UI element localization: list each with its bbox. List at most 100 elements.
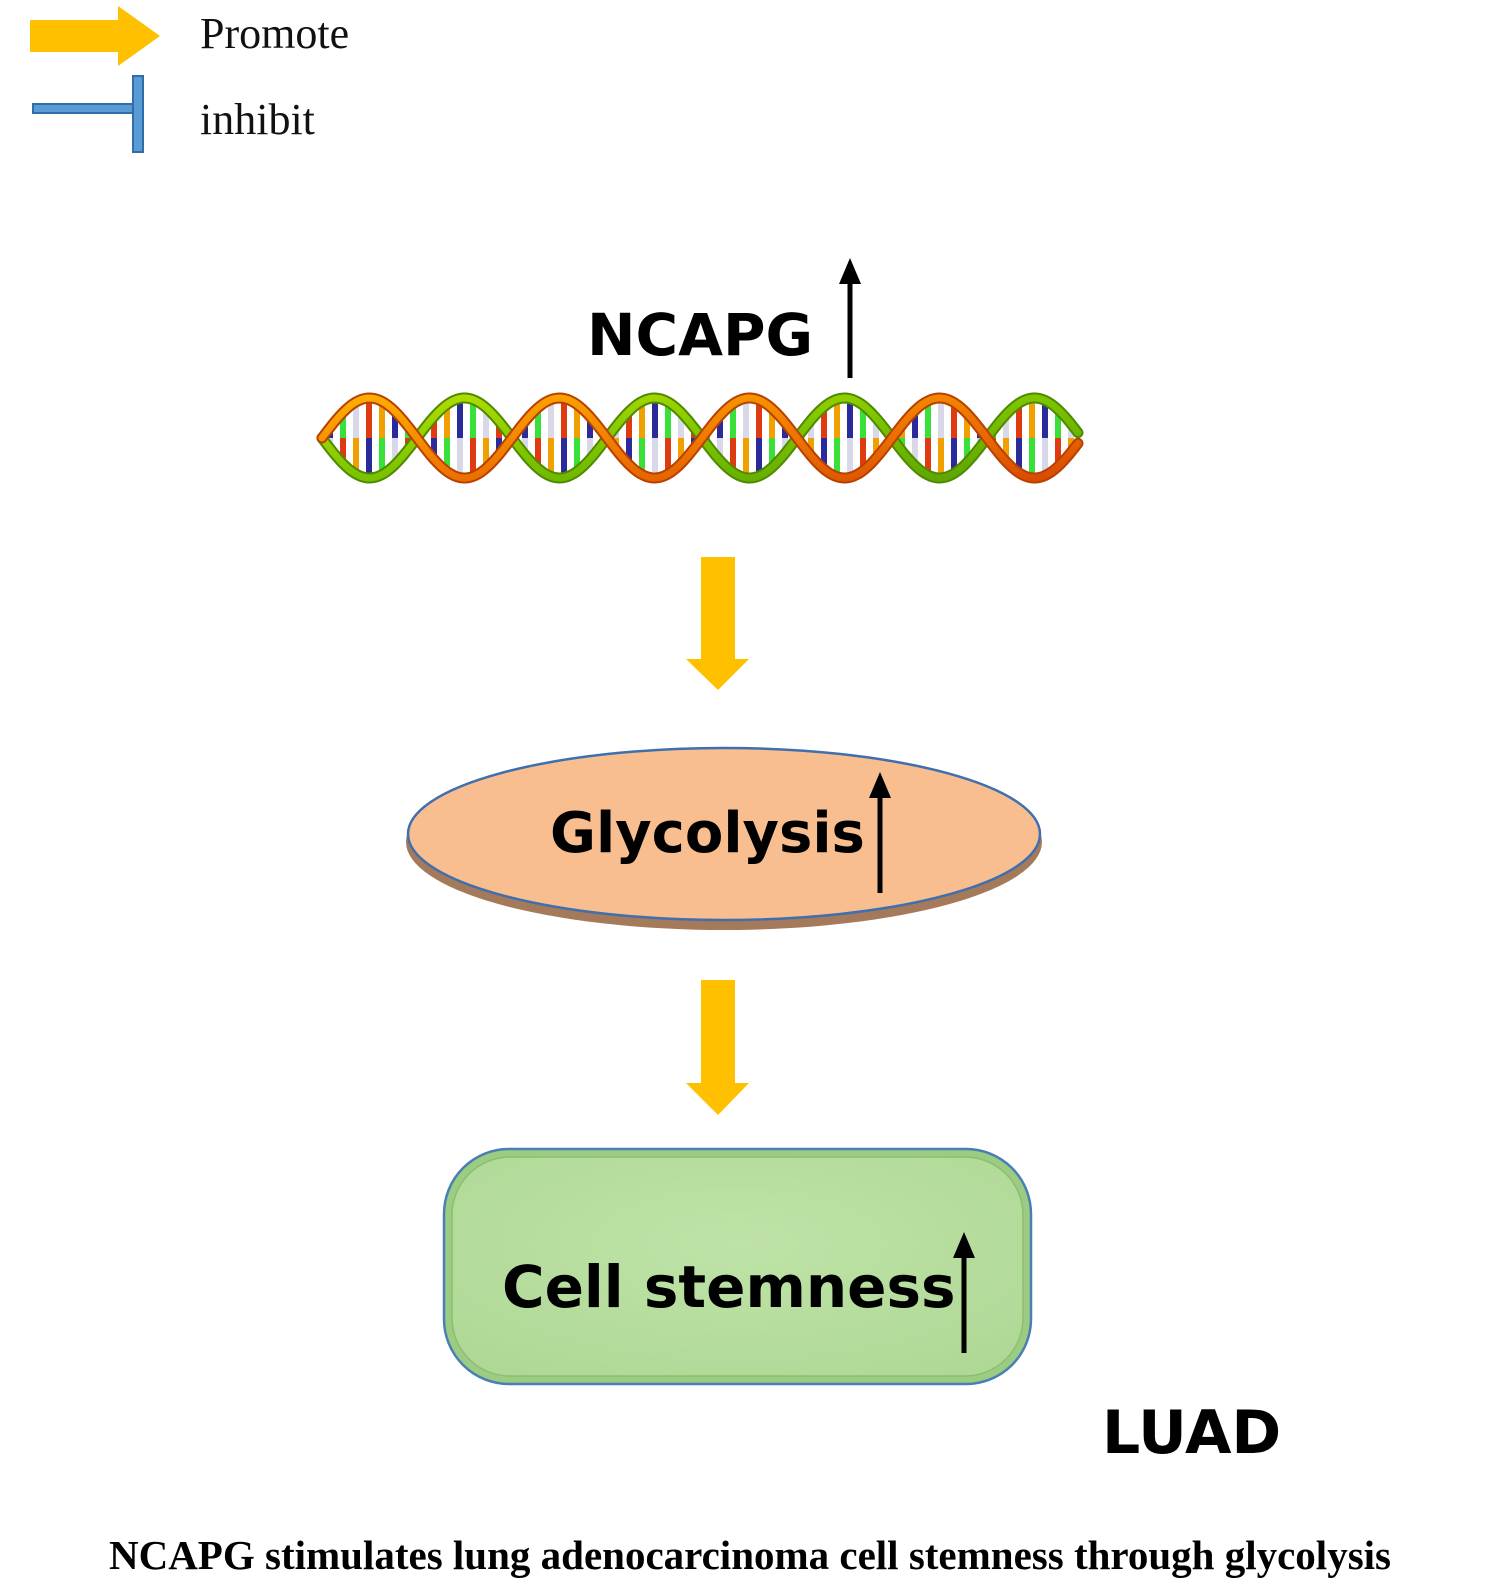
- base-pair: [587, 438, 593, 460]
- base-pair: [457, 438, 463, 478]
- base-pair: [964, 413, 970, 438]
- base-pair: [652, 398, 658, 438]
- cell-stemness-label: Cell stemness: [502, 1253, 956, 1321]
- base-pair: [821, 438, 827, 470]
- base-pair: [951, 402, 957, 438]
- base-pair: [574, 438, 580, 472]
- glycolysis-label: Glycolysis: [550, 801, 865, 866]
- legend-promote-arrow-icon: [30, 6, 160, 66]
- figure-caption: NCAPG stimulates lung adenocarcinoma cel…: [108, 1532, 1391, 1578]
- base-pair: [574, 404, 580, 438]
- dna-helix-icon: [316, 392, 1084, 484]
- base-pair: [678, 412, 684, 438]
- base-pair: [444, 404, 450, 438]
- base-pair: [743, 398, 749, 438]
- base-pair: [626, 411, 632, 438]
- base-pair: [821, 406, 827, 438]
- base-pair: [665, 438, 671, 475]
- base-pair: [353, 438, 359, 475]
- base-pair: [639, 438, 645, 475]
- base-pair: [392, 438, 398, 465]
- base-pair: [340, 412, 346, 438]
- legend-inhibit-label: inhibit: [200, 95, 315, 144]
- base-pair: [483, 407, 489, 438]
- context-label: LUAD: [1102, 1398, 1282, 1468]
- base-pair: [639, 401, 645, 438]
- base-pair: [366, 398, 372, 438]
- promote-arrow-icon: [686, 557, 749, 690]
- base-pair: [379, 401, 385, 438]
- ncapg-up-arrow-icon: [839, 258, 861, 378]
- cell-stemness-up-arrow-icon: [953, 1232, 975, 1353]
- base-pair: [457, 398, 463, 438]
- base-pair: [834, 399, 840, 438]
- dna-strand: [318, 394, 1082, 482]
- base-pair: [847, 438, 853, 478]
- base-pair: [470, 399, 476, 438]
- base-pair: [1029, 438, 1035, 478]
- base-pair: [730, 438, 736, 473]
- base-pair: [1055, 438, 1061, 467]
- base-pair: [561, 398, 567, 438]
- base-pair: [665, 401, 671, 438]
- base-pair: [340, 438, 346, 464]
- base-pair: [1016, 403, 1022, 438]
- base-pair: [678, 438, 684, 464]
- base-pair: [431, 416, 437, 438]
- base-pair: [717, 415, 723, 438]
- base-pair: [925, 438, 931, 476]
- base-pair: [925, 400, 931, 438]
- base-pair: [860, 438, 866, 471]
- base-pair: [912, 438, 918, 466]
- base-pair: [561, 438, 567, 478]
- base-pair: [366, 438, 372, 478]
- glycolysis-up-arrow-icon: [869, 772, 891, 893]
- base-pair: [470, 438, 476, 477]
- base-pair: [834, 438, 840, 477]
- base-pair: [964, 438, 970, 463]
- base-pair: [626, 438, 632, 465]
- base-pair: [730, 403, 736, 438]
- base-pair: [548, 399, 554, 438]
- promote-arrow-icon: [686, 980, 749, 1115]
- base-pair: [743, 438, 749, 478]
- base-pair: [1003, 438, 1009, 462]
- base-pair: [1016, 438, 1022, 473]
- base-pair: [379, 438, 385, 475]
- base-pair: [431, 438, 437, 460]
- base-pair: [353, 401, 359, 438]
- base-pair: [1003, 414, 1009, 438]
- base-pair: [483, 438, 489, 469]
- base-pair: [847, 398, 853, 438]
- base-pair: [1042, 400, 1048, 438]
- base-pair: [1029, 398, 1035, 438]
- base-pair: [392, 411, 398, 438]
- base-pair: [951, 438, 957, 474]
- legend-promote-label: Promote: [200, 9, 350, 58]
- base-pair: [808, 438, 814, 456]
- base-pair: [1042, 438, 1048, 476]
- gene-label: NCAPG: [587, 301, 814, 369]
- base-pair: [873, 438, 879, 459]
- base-pair: [535, 438, 541, 469]
- base-pair: [938, 438, 944, 478]
- base-pair: [873, 417, 879, 438]
- base-pair: [652, 438, 658, 478]
- base-pair: [444, 438, 450, 472]
- base-pair: [860, 405, 866, 438]
- base-pair: [756, 438, 762, 477]
- base-pair: [912, 410, 918, 438]
- base-pair: [808, 420, 814, 438]
- cell-stemness-node: [442, 1147, 1033, 1386]
- base-pair: [756, 399, 762, 438]
- base-pair: [587, 416, 593, 438]
- base-pair: [717, 438, 723, 461]
- base-pair: [769, 408, 775, 438]
- base-pair: [1055, 409, 1061, 438]
- legend-inhibit-bar-icon: [32, 75, 144, 153]
- base-pair: [548, 438, 554, 477]
- base-pair: [938, 398, 944, 438]
- base-pair: [769, 438, 775, 468]
